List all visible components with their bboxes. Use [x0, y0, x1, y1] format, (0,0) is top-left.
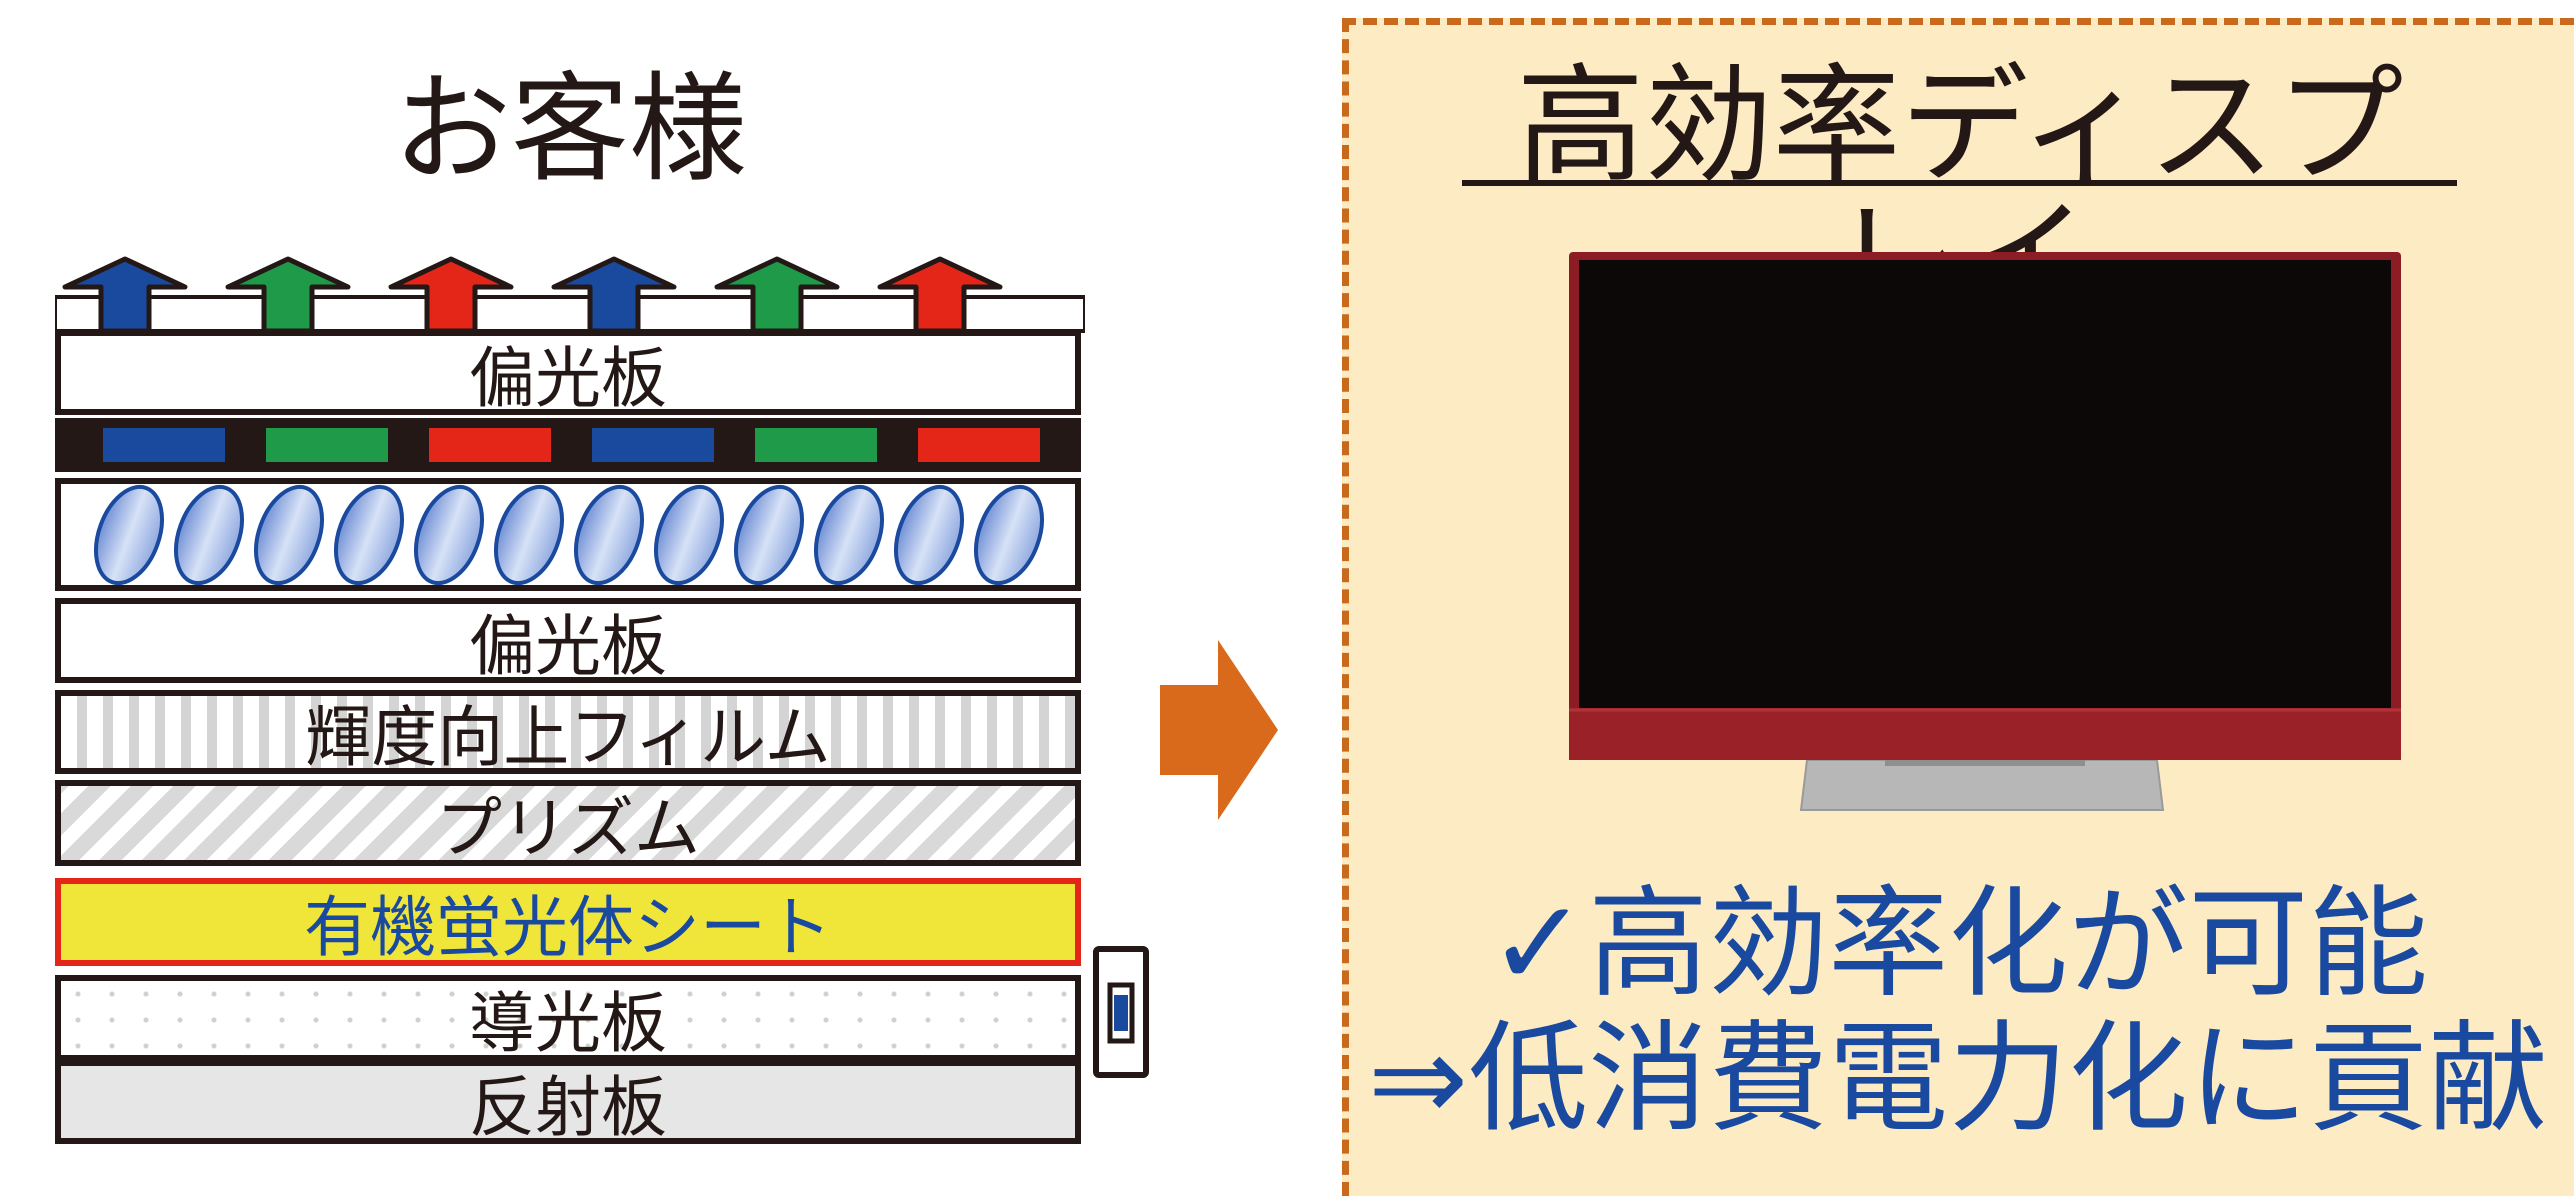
color-filter-cells: [103, 428, 1040, 462]
phosphor-sheet-label: 有機蛍光体シート: [304, 889, 832, 966]
prism-label: プリズム: [436, 790, 700, 867]
layer-phosphor-sheet: 有機蛍光体シート: [55, 878, 1081, 966]
color-filter-red-6: [918, 428, 1040, 462]
liquid-crystal-molecule: [254, 484, 324, 585]
liquid-crystal-molecule: [574, 484, 644, 585]
light-guide-label: 導光板: [469, 985, 667, 1062]
liquid-crystal-molecule: [174, 484, 244, 585]
layer-brightness-film: 輝度向上フィルム: [55, 690, 1081, 776]
layer-prism: プリズム: [55, 780, 1081, 867]
tv-display-icon: [1569, 252, 2401, 811]
polarizer-top-label: 偏光板: [469, 339, 667, 417]
liquid-crystal-molecule: [654, 484, 724, 585]
color-filter-red-3: [429, 428, 551, 462]
claim-power-saving: ⇒低消費電力化に貢献: [1367, 1010, 2549, 1149]
liquid-crystal-molecules: [94, 484, 1044, 585]
liquid-crystal-molecule: [94, 484, 164, 585]
customer-title: お客様: [392, 60, 747, 198]
led-light-source-icon: [1093, 946, 1149, 1078]
emitted-light-arrows: [55, 256, 1085, 334]
liquid-crystal-molecule: [334, 484, 404, 585]
layer-light-guide: 導光板: [55, 975, 1081, 1062]
reflector-label: 反射板: [469, 1069, 667, 1146]
color-filter-blue-1: [103, 428, 225, 462]
color-filter-green-5: [755, 428, 877, 462]
layer-polarizer-bottom: 偏光板: [55, 598, 1081, 685]
transition-arrow-icon: [1160, 640, 1278, 820]
layer-color-filter: [55, 418, 1081, 472]
liquid-crystal-molecule: [734, 484, 804, 585]
liquid-crystal-molecule: [414, 484, 484, 585]
layer-reflector: 反射板: [55, 1060, 1081, 1146]
color-filter-blue-4: [592, 428, 714, 462]
layer-polarizer-top: 偏光板: [55, 330, 1081, 417]
liquid-crystal-molecule: [814, 484, 884, 585]
liquid-crystal-molecule: [974, 484, 1044, 585]
claim-efficiency: ✓高効率化が可能: [1487, 875, 2429, 1014]
color-filter-green-2: [266, 428, 388, 462]
panel-title-underline: [1462, 180, 2457, 186]
liquid-crystal-molecule: [894, 484, 964, 585]
liquid-crystal-molecule: [494, 484, 564, 585]
brightness-film-label: 輝度向上フィルム: [305, 699, 831, 776]
polarizer-bottom-label: 偏光板: [469, 607, 667, 685]
layer-liquid-crystal: [55, 478, 1081, 591]
